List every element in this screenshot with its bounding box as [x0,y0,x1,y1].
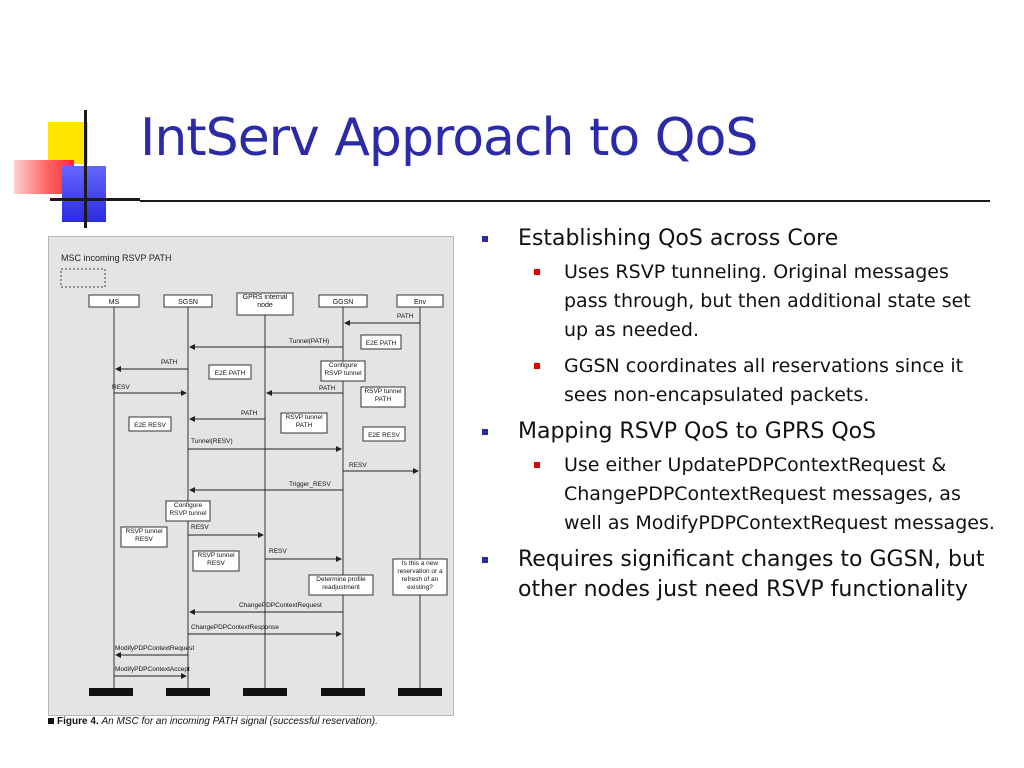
note-e2e-path-ggsn [360,334,402,350]
node-label-env: Env [414,299,427,306]
note-rsvp-tunnel-resv-internal-label: RSVP tunnel RESV [197,552,235,567]
bullet-text: Mapping RSVP QoS to GPRS QoS [518,419,877,444]
title-underline [140,200,990,202]
note-rsvp-tunnel-path-ggsn-label: RSVP tunnel PATH [364,388,402,403]
note-new-reservation-question [392,558,448,596]
node-label-ms: MS [109,299,120,306]
note-rsvp-tunnel-resv-sgsn-label: RSVP tunnel RESV [125,528,163,543]
msg-resv-ms: RESV [112,384,130,391]
msg-change-pdp-request: ChangePDPContextRequest [239,602,322,609]
msc-heading: MSC incoming RSVP PATH [61,253,172,263]
note-e2e-resv-sgsn-label: E2E RESV [134,422,166,429]
bullet-list: Establishing QoS across Core Uses RSVP t… [482,224,997,609]
msg-path-ggsn-internal: PATH [319,385,336,392]
node-label-sgsn: SGSN [178,299,198,306]
sub-bullet-item: Uses RSVP tunneling. Original messages p… [482,258,997,345]
bullet-item: Establishing QoS across Core [482,224,997,254]
note-e2e-resv-ggsn [362,426,406,442]
blue-square-bullet-icon [482,557,488,563]
msc-figure: MSC incoming RSVP PATH MS SGSN GPRS inte… [48,236,454,716]
msg-resv-ggsn-env: RESV [349,462,367,469]
end-bar-sgsn [166,688,210,696]
msg-trigger-resv: Trigger_RESV [289,481,331,488]
logo-vertical-line [84,110,87,228]
bullet-item: Requires significant changes to GGSN, bu… [482,545,997,605]
caption-label: Figure 4. [57,716,99,727]
note-configure-rsvp-ggsn-label: Configure RSVP tunnel [324,362,362,377]
note-configure-rsvp-sgsn [165,500,211,522]
msc-diagram: MSC incoming RSVP PATH MS SGSN GPRS inte… [60,253,448,696]
note-new-reservation-question-label: Is this a new reservation or a refresh o… [397,560,443,591]
note-e2e-resv-sgsn [128,416,172,432]
sub-bullet-item: Use either UpdatePDPContextRequest & Cha… [482,451,997,538]
node-label-ggsn: GGSN [333,299,354,306]
end-bar-ms [89,688,133,696]
bullet-text: Establishing QoS across Core [518,226,839,251]
logo-horizontal-line [50,198,140,201]
msg-path-env: PATH [397,313,414,320]
bullet-text: Requires significant changes to GGSN, bu… [518,547,985,602]
red-square-bullet-icon [534,363,540,369]
logo-yellow-square [48,122,88,164]
end-bar-ggsn [321,688,365,696]
msg-change-pdp-response: ChangePDPContextResponse [191,624,279,631]
msg-modify-pdp-request: ModifyPDPContextRequest [115,645,194,652]
note-determine-profile [308,574,374,596]
sub-bullet-text: GGSN coordinates all reservations since … [564,355,964,406]
end-bar-env [398,688,442,696]
sub-bullet-item: GGSN coordinates all reservations since … [482,352,997,410]
slide-logo-decoration [0,0,140,230]
note-rsvp-tunnel-resv-internal [192,550,240,572]
note-e2e-path-sgsn [208,364,252,380]
msg-resv-internal-ggsn: RESV [269,548,287,555]
blue-square-bullet-icon [482,429,488,435]
note-e2e-resv-ggsn-label: E2E RESV [368,432,400,439]
msg-tunnel-path: Tunnel(PATH) [289,338,329,345]
end-bar-gprs-internal [243,688,287,696]
node-label-gprs-internal: GPRS internal node [242,294,288,309]
msg-path-internal-sgsn: PATH [241,410,258,417]
note-rsvp-tunnel-resv-sgsn [120,526,168,548]
sub-bullet-text: Uses RSVP tunneling. Original messages p… [564,261,971,341]
caption-text: An MSC for an incoming PATH signal (succ… [101,716,378,727]
msc-heading-box [60,268,106,288]
slide-title: IntServ Approach to QoS [140,108,758,168]
blue-square-bullet-icon [482,236,488,242]
msg-tunnel-resv: Tunnel(RESV) [191,438,233,445]
note-rsvp-tunnel-path-internal [280,412,328,434]
msg-modify-pdp-accept: ModifyPDPContextAccept [115,666,190,673]
note-configure-rsvp-ggsn [320,360,366,382]
bullet-item: Mapping RSVP QoS to GPRS QoS [482,417,997,447]
sub-bullet-text: Use either UpdatePDPContextRequest & Cha… [564,454,995,534]
red-square-bullet-icon [534,269,540,275]
caption-square-icon [48,718,54,724]
note-rsvp-tunnel-path-ggsn [360,386,406,408]
note-e2e-path-sgsn-label: E2E PATH [215,370,246,377]
note-determine-profile-label: Determine profile readjustment [316,576,366,591]
red-square-bullet-icon [534,462,540,468]
figure-caption: Figure 4. An MSC for an incoming PATH si… [48,716,378,727]
note-e2e-path-ggsn-label: E2E PATH [366,340,397,347]
note-rsvp-tunnel-path-internal-label: RSVP tunnel PATH [285,414,323,429]
note-configure-rsvp-sgsn-label: Configure RSVP tunnel [169,502,207,517]
msg-path-sgsn-ms: PATH [161,359,178,366]
msg-resv-sgsn-internal: RESV [191,524,209,531]
